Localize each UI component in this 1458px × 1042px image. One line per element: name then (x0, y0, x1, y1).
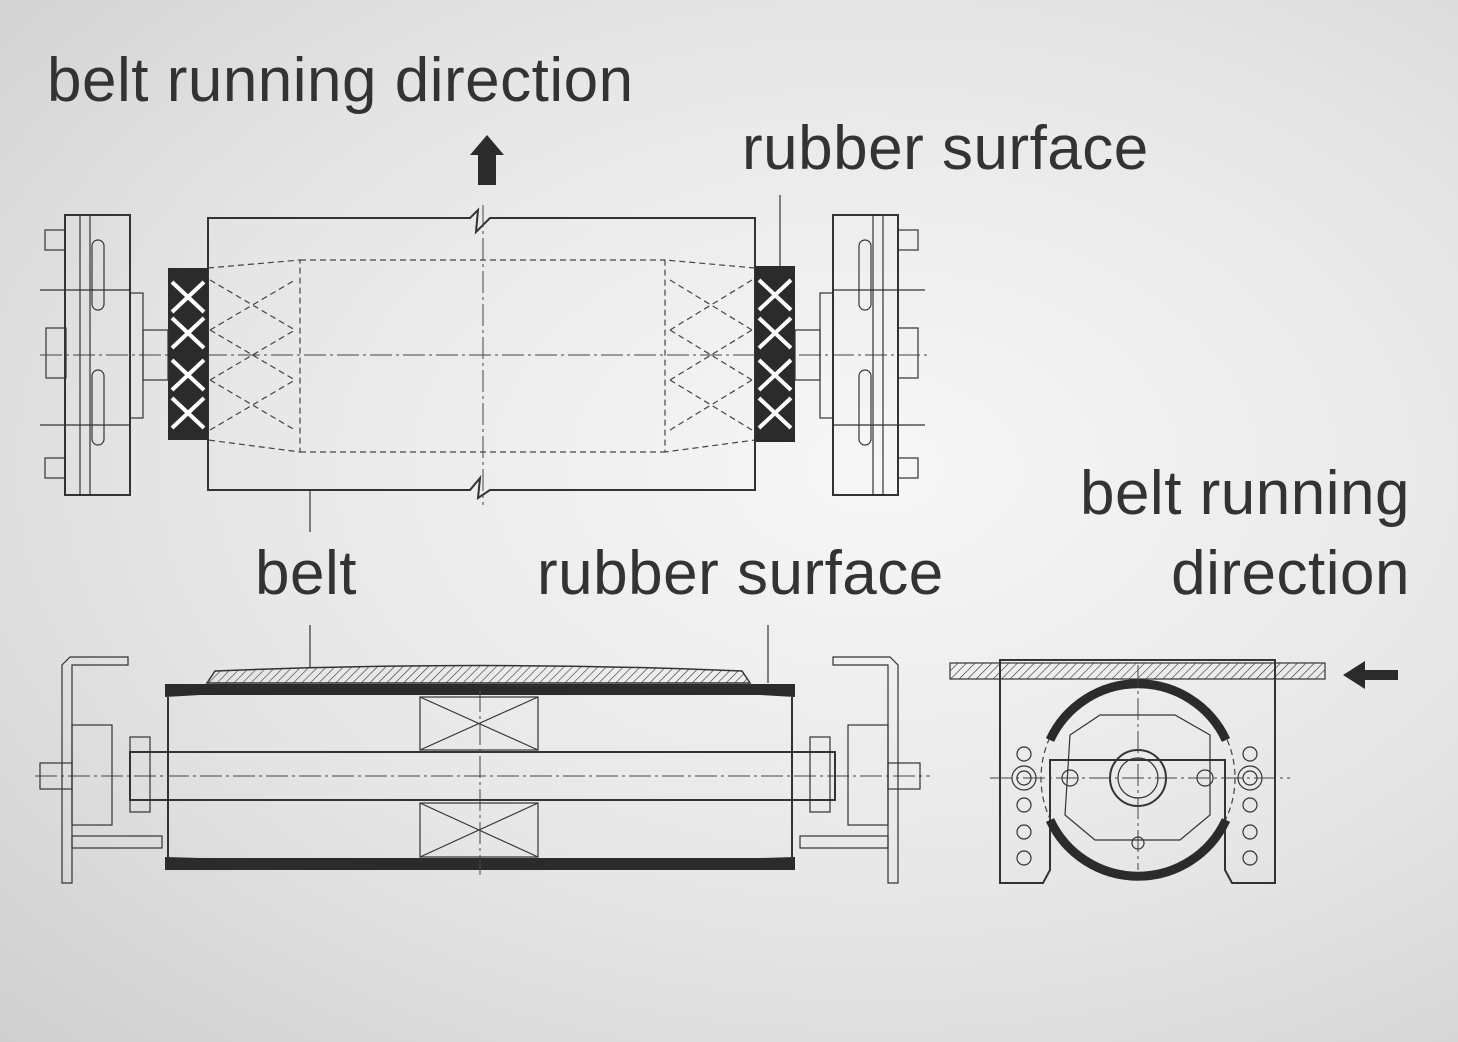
bracket-front-left (39, 656, 163, 884)
side-view (949, 659, 1398, 884)
bracket-top-right (794, 214, 925, 496)
belt-section (205, 664, 752, 684)
label-belt: belt (255, 539, 357, 608)
arrow-up-icon (470, 135, 504, 185)
label-belt-running-direction-top: belt running direction (47, 46, 634, 115)
bracket-top-left (40, 214, 169, 496)
front-view (35, 625, 930, 884)
top-view (40, 135, 930, 532)
label-belt-running-side-1: belt running (1079, 459, 1410, 528)
label-rubber-surface-bottom: rubber surface (537, 539, 944, 608)
label-rubber-surface-top: rubber surface (742, 114, 1149, 183)
side-bracket (999, 659, 1276, 884)
arrow-left-icon (1343, 661, 1398, 689)
bracket-front-right (799, 656, 921, 884)
label-belt-running-side-2: direction (1171, 539, 1410, 608)
belt-outline (207, 207, 756, 501)
